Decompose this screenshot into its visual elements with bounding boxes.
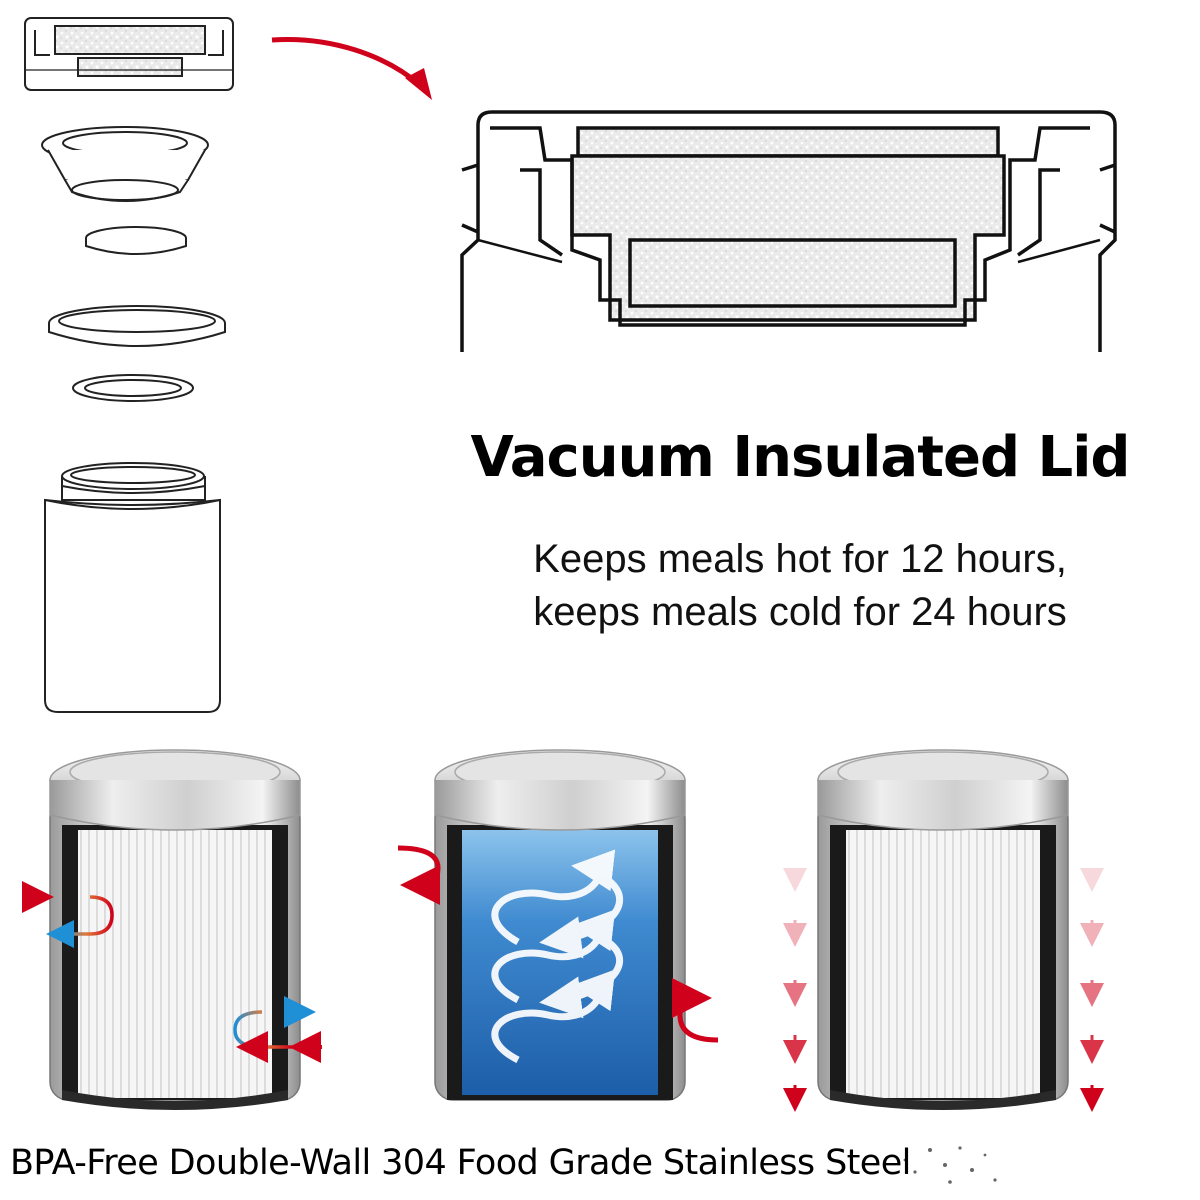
heat-transfer-arrow-icon (22, 881, 322, 1063)
convection-arrow-icon (491, 849, 624, 1064)
container-steel (817, 749, 1069, 1184)
footer-caption: BPA-Free Double-Wall 304 Food Grade Stai… (10, 1143, 911, 1183)
falling-arrow-icon (783, 868, 1104, 1112)
page-title: Vacuum Insulated Lid (470, 425, 1130, 490)
lid-cross-section (460, 110, 1117, 352)
curved-red-arrow-icon (397, 845, 719, 1043)
subtitle-line-1: Keeps meals hot for 12 hours, (533, 537, 1067, 581)
exploded-parts (41, 126, 226, 713)
curved-red-arrow-icon (271, 36, 432, 100)
subtitle-line-2: keeps meals cold for 24 hours (533, 590, 1067, 634)
container-heat-transfer (49, 749, 301, 1110)
lid-thumbnail (24, 17, 234, 91)
container-convection (434, 749, 686, 1101)
